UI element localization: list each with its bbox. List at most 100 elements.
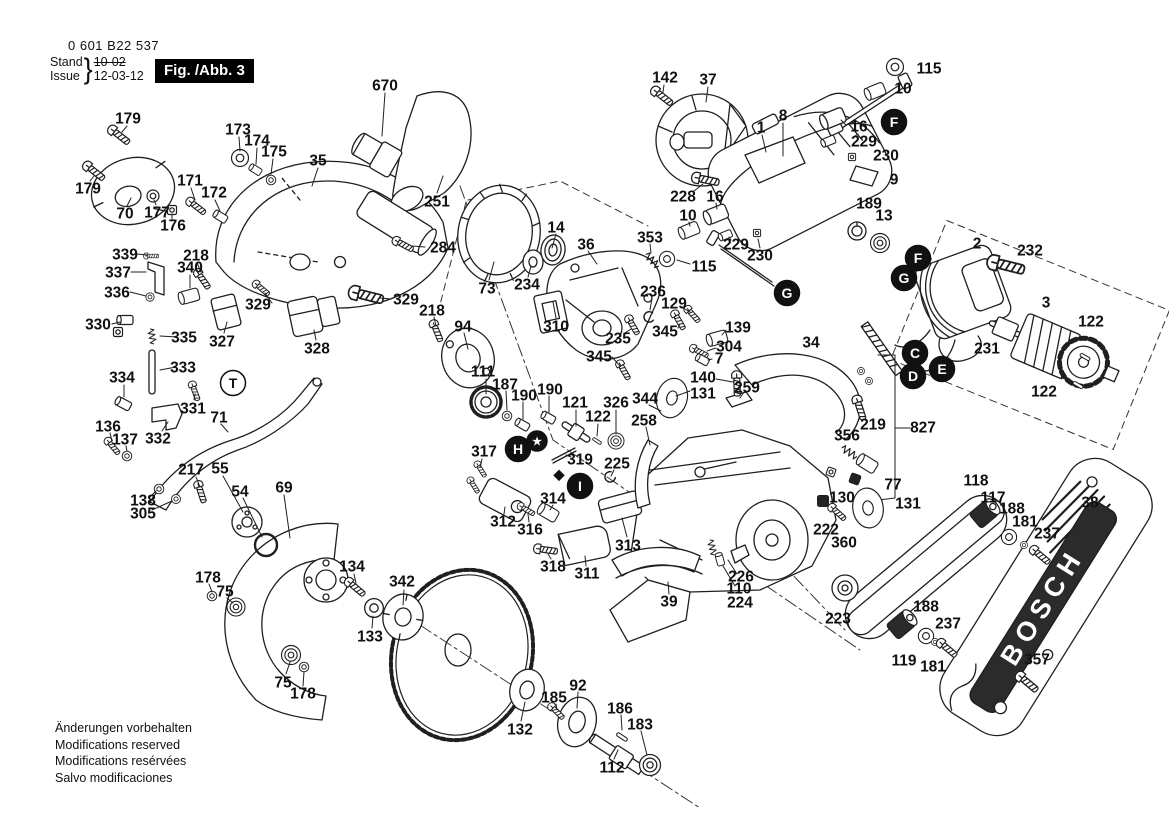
- part-label-237: 237: [1034, 526, 1060, 543]
- part-label-332: 332: [145, 431, 171, 448]
- disc-342: [382, 593, 424, 641]
- lever-71: [149, 377, 323, 511]
- oring-54: [253, 532, 279, 558]
- part-label-187: 187: [492, 377, 518, 394]
- box-327: [210, 293, 242, 331]
- shaft-121: [561, 421, 591, 443]
- part-label-337: 337: [105, 265, 131, 282]
- part-label-319: 319: [567, 452, 593, 469]
- part-label-3: 3: [1042, 295, 1051, 312]
- part-label-39: 39: [660, 594, 678, 611]
- part-label-172: 172: [201, 185, 227, 202]
- ref-badge-T: T: [219, 369, 247, 397]
- part-label-317: 317: [471, 444, 497, 461]
- diagram-artwork: BOSCH: [80, 57, 1169, 809]
- ring-73: [457, 183, 541, 284]
- svg-text:D: D: [908, 368, 918, 384]
- svg-text:E: E: [937, 361, 946, 377]
- field-2: [914, 244, 1012, 340]
- part-label-7: 7: [715, 351, 724, 368]
- part-label-218: 218: [183, 248, 209, 265]
- svg-text:G: G: [782, 285, 793, 301]
- plate-310: [533, 290, 569, 334]
- part-label-16: 16: [850, 119, 868, 136]
- part-label-176: 176: [160, 218, 186, 235]
- part-label-138: 138: [130, 493, 156, 510]
- adapter-670: [351, 132, 403, 178]
- part-label-326: 326: [603, 395, 629, 412]
- part-label-137: 137: [112, 432, 138, 449]
- part-label-335: 335: [171, 330, 197, 347]
- shoe-39: [611, 546, 703, 579]
- flange-132: [509, 668, 545, 712]
- ref-badge-◆: ◆: [553, 466, 566, 482]
- adjust-rod: [860, 321, 903, 377]
- part-label-336: 336: [104, 285, 130, 302]
- ref-badge-G: G: [890, 264, 918, 292]
- dust-elbow-251: [390, 91, 472, 213]
- part-label-36: 36: [577, 237, 595, 254]
- part-label-122: 122: [1031, 384, 1057, 401]
- part-label-136: 136: [95, 419, 121, 436]
- part-label-37: 37: [699, 72, 716, 89]
- part-label-181: 181: [920, 659, 946, 676]
- part-label-312: 312: [490, 514, 516, 531]
- belt-cover-38: BOSCH: [939, 457, 1153, 737]
- ref-badge-D: D: [899, 362, 927, 390]
- part-label-318: 318: [540, 559, 566, 576]
- part-label-13: 13: [875, 208, 893, 225]
- part-label-356: 356: [834, 428, 860, 445]
- ref-badge-C: C: [901, 339, 929, 367]
- part-label-34: 34: [802, 335, 820, 352]
- part-label-118: 118: [963, 473, 988, 490]
- note-line-en: Modifications reserved: [55, 737, 181, 752]
- rod-G: [706, 230, 775, 287]
- bracket-337: [147, 261, 165, 296]
- document-number: 0 601 B22 537: [68, 38, 160, 53]
- svg-text:F: F: [914, 250, 923, 266]
- part-label-237: 237: [935, 616, 961, 633]
- part-label-122: 122: [585, 409, 611, 426]
- ring-92: [556, 696, 598, 748]
- part-label-284: 284: [430, 240, 456, 257]
- part-label-230: 230: [747, 248, 773, 265]
- note-line-fr: Modifications resérvées: [55, 754, 187, 768]
- issue-label: Issue: [50, 69, 80, 83]
- part-label-181: 181: [1012, 514, 1038, 531]
- part-label-110: 110: [726, 581, 751, 598]
- wedge-9: [849, 165, 879, 187]
- part-label-10: 10: [679, 208, 696, 225]
- part-label-232: 232: [1017, 243, 1043, 260]
- part-label-190: 190: [511, 388, 537, 405]
- part-label-311: 311: [574, 566, 599, 583]
- part-label-342: 342: [389, 574, 415, 591]
- part-label-54: 54: [231, 484, 249, 501]
- housing-window: [744, 136, 806, 184]
- part-label-219: 219: [860, 417, 886, 434]
- part-label-179: 179: [75, 181, 101, 198]
- part-label-258: 258: [631, 413, 657, 430]
- part-label-131: 131: [690, 386, 716, 403]
- svg-text:H: H: [513, 441, 523, 457]
- strip-258: [634, 439, 659, 509]
- wedge-224: [730, 544, 750, 564]
- modifications-note: Änderungen vorbehalten Modifications res…: [55, 720, 192, 786]
- part-label-218: 218: [419, 303, 445, 320]
- part-label-330: 330: [85, 317, 111, 334]
- lower-guard-69: [224, 522, 349, 721]
- part-label-111: 111: [471, 364, 496, 381]
- issue-value: 12-03-12: [93, 69, 144, 83]
- revision-block: Stand Issue } 10-02 12-03-12: [50, 54, 159, 83]
- figure-label: Fig. /Abb. 3: [155, 59, 254, 83]
- part-label-251: 251: [424, 194, 450, 211]
- part-label-316: 316: [517, 522, 543, 539]
- gear-111: [469, 385, 503, 419]
- part-label-183: 183: [627, 717, 653, 734]
- part-label-185: 185: [541, 690, 567, 707]
- ref-badge-★: ★: [526, 430, 548, 452]
- blade-bore: [444, 633, 472, 667]
- part-label-77: 77: [884, 477, 901, 494]
